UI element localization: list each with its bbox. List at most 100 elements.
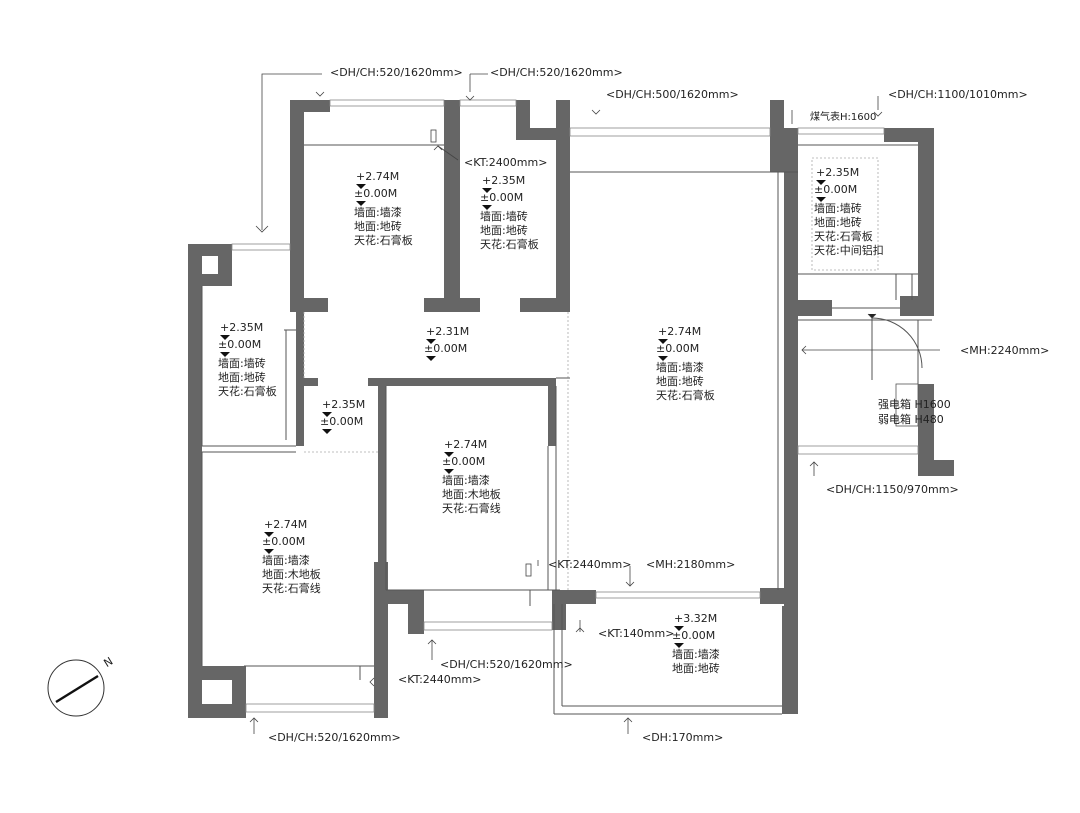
level-triangle-icon xyxy=(220,352,230,357)
room-material-note: 墙面:墙砖 xyxy=(480,209,528,223)
tag-weak-box: 弱电箱 H480 xyxy=(878,412,944,426)
room-level-mark: ±0.00M xyxy=(262,535,305,548)
room-material-note: 天花:石膏板 xyxy=(480,237,539,251)
tag-dh-right-lower: <DH/CH:1150/970mm> xyxy=(826,483,959,496)
compass-north-label: N xyxy=(101,655,115,670)
level-triangle-icon xyxy=(426,356,436,361)
tag-kt-balcony: <KT:140mm> xyxy=(598,627,674,640)
room-material-note: 天花:石膏板 xyxy=(656,388,715,402)
room-level-mark: ±0.00M xyxy=(218,338,261,351)
tag-dh-bottom-mid: <DH/CH:520/1620mm> xyxy=(440,658,573,671)
level-triangle-icon xyxy=(220,335,230,340)
room-material-note: 地面:地砖 xyxy=(218,370,266,384)
room-level-mark: +2.31M xyxy=(426,325,469,338)
compass-circle xyxy=(47,659,105,717)
room-level-mark: +2.35M xyxy=(322,398,365,411)
tag-mh-right: <MH:2240mm> xyxy=(960,344,1049,357)
room-level-mark: ±0.00M xyxy=(656,342,699,355)
level-triangle-icon xyxy=(658,339,668,344)
level-triangle-icon xyxy=(264,532,274,537)
level-triangle-icon xyxy=(444,469,454,474)
compass: N xyxy=(47,655,115,717)
room-level-mark: +2.74M xyxy=(444,438,487,451)
room-level-mark: +2.35M xyxy=(816,166,859,179)
level-triangle-icon xyxy=(322,412,332,417)
room-level-mark: ±0.00M xyxy=(814,183,857,196)
room-material-note: 墙面:墙漆 xyxy=(656,360,704,374)
room-material-note: 墙面:墙漆 xyxy=(262,553,310,567)
level-triangle-icon xyxy=(322,429,332,434)
level-triangle-icon xyxy=(482,205,492,210)
tag-dh-top-living: <DH/CH:500/1620mm> xyxy=(606,88,739,101)
walls xyxy=(188,100,954,718)
tag-dh-bottom-balcony: <DH:170mm> xyxy=(642,731,723,744)
room-label-corridor: +2.31M ±0.00M xyxy=(424,325,469,361)
room-material-note: 墙面:墙漆 xyxy=(354,205,402,219)
compass-needle xyxy=(55,674,99,704)
tag-dh-top-mid: <DH/CH:520/1620mm> xyxy=(490,66,623,79)
room-material-note: 墙面:墙砖 xyxy=(218,356,266,370)
tag-mh-mid: <MH:2180mm> xyxy=(646,558,735,571)
room-material-note: 地面:地砖 xyxy=(480,223,528,237)
room-level-mark: +2.35M xyxy=(220,321,263,334)
room-level-mark: ±0.00M xyxy=(672,629,715,642)
room-label-small-hall: +2.35M ±0.00M xyxy=(320,398,365,434)
level-triangle-icon xyxy=(674,626,684,631)
room-material-note: 地面:地砖 xyxy=(354,219,402,233)
room-material-note: 地面:地砖 xyxy=(814,215,862,229)
room-material-note: 天花:石膏板 xyxy=(814,229,873,243)
room-level-mark: ±0.00M xyxy=(424,342,467,355)
thin-lines xyxy=(201,99,932,715)
room-material-note: 天花:石膏板 xyxy=(218,384,277,398)
room-material-note: 天花:中间铝扣 xyxy=(814,243,884,257)
level-triangle-icon xyxy=(674,643,684,648)
room-level-mark: +2.74M xyxy=(356,170,399,183)
room-material-note: 地面:地砖 xyxy=(656,374,704,388)
tag-gas-meter: 煤气表H:1600 xyxy=(810,110,876,123)
room-level-mark: +2.74M xyxy=(264,518,307,531)
level-triangle-icon xyxy=(264,549,274,554)
room-material-note: 天花:石膏板 xyxy=(354,233,413,247)
room-material-note: 地面:木地板 xyxy=(442,487,501,501)
room-material-note: 地面:地砖 xyxy=(672,661,720,675)
room-material-note: 天花:石膏线 xyxy=(262,581,321,595)
tag-dh-bottom-left: <DH/CH:520/1620mm> xyxy=(268,731,401,744)
room-material-note: 墙面:墙砖 xyxy=(814,201,862,215)
dimension-tags: <DH/CH:520/1620mm> <DH/CH:520/1620mm> <D… xyxy=(268,66,1049,744)
tag-strong-box: 强电箱 H1600 xyxy=(878,397,951,411)
level-triangle-icon xyxy=(356,201,366,206)
room-material-note: 墙面:墙漆 xyxy=(672,647,720,661)
level-triangle-icon xyxy=(356,184,366,189)
room-level-mark: ±0.00M xyxy=(320,415,363,428)
level-triangle-icon xyxy=(816,197,826,202)
room-level-mark: +3.32M xyxy=(674,612,717,625)
room-material-note: 天花:石膏线 xyxy=(442,501,501,515)
room-level-mark: +2.74M xyxy=(658,325,701,338)
room-level-mark: ±0.00M xyxy=(480,191,523,204)
room-labels: +2.74M±0.00M墙面:墙漆地面:地砖天花:石膏板+2.35M±0.00M… xyxy=(218,166,884,675)
leader-lines xyxy=(249,73,940,734)
tag-kt-top: <KT:2400mm> xyxy=(464,156,547,169)
level-triangle-icon xyxy=(444,452,454,457)
room-level-mark: +2.35M xyxy=(482,174,525,187)
room-level-mark: ±0.00M xyxy=(354,187,397,200)
room-material-note: 地面:木地板 xyxy=(262,567,321,581)
tag-kt-bottom: <KT:2440mm> xyxy=(398,673,481,686)
level-triangle-icon xyxy=(482,188,492,193)
tag-dh-top-right: <DH/CH:1100/1010mm> xyxy=(888,88,1028,101)
level-triangle-icon xyxy=(426,339,436,344)
tag-kt-mid: <KT:2440mm> xyxy=(548,558,631,571)
tag-dh-top-left: <DH/CH:520/1620mm> xyxy=(330,66,463,79)
room-material-note: 墙面:墙漆 xyxy=(442,473,490,487)
level-triangle-icon xyxy=(658,356,668,361)
level-triangle-icon xyxy=(816,180,826,185)
